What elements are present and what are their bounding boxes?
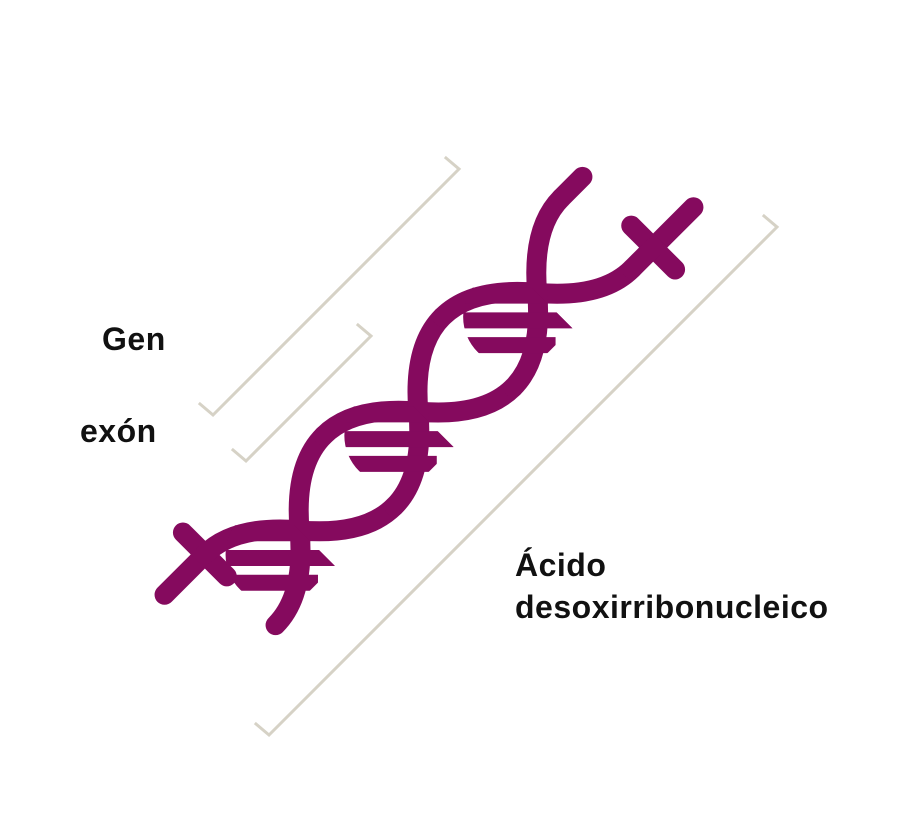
helix-bottom-tail (154, 547, 213, 605)
dna-label: Ácido desoxirribonucleico (515, 544, 829, 628)
dna-label-line-1: Ácido (515, 547, 607, 583)
gene-label: Gen (102, 321, 166, 357)
dna-bracket (253, 213, 780, 738)
helix-strand-end (551, 166, 593, 209)
helix-strand (265, 425, 334, 636)
dna-label-line-2: desoxirribonucleico (515, 589, 829, 625)
helix-segment (313, 306, 524, 517)
exon-label: exón (80, 413, 157, 449)
exon-bracket (230, 322, 374, 464)
dna-helix-icon (154, 166, 704, 636)
brackets (197, 155, 780, 738)
gene-bracket (197, 155, 462, 418)
helix-top-tail (645, 197, 704, 255)
helix-strand-end (621, 237, 664, 279)
helix-segment (432, 188, 642, 398)
